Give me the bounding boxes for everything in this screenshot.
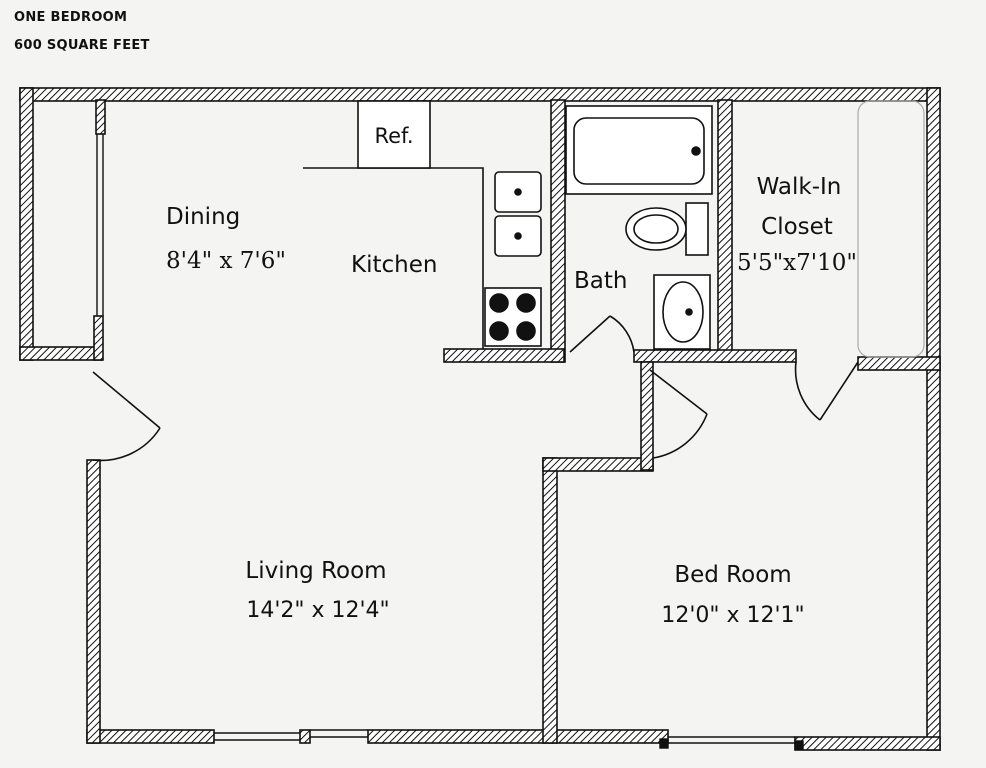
toilet-tank (685, 202, 709, 256)
kitchen-label: Kitchen (351, 252, 437, 278)
closet-label-line2: Closet (761, 214, 833, 240)
bedroom-label: Bed Room (674, 562, 791, 588)
wall-closet-bottom (857, 356, 941, 371)
vanity-basin (662, 281, 704, 343)
kitchen-fixtures (303, 100, 542, 349)
dining-label: Dining (166, 204, 240, 230)
closet-door (819, 361, 859, 421)
closet-size: 5'5"x7'10" (737, 250, 857, 276)
bedroom-door (649, 369, 708, 415)
bedroom-door-swing (652, 413, 708, 459)
wall-right (926, 87, 941, 751)
refrigerator (357, 100, 431, 169)
wall-kitchen-bath (550, 99, 566, 363)
plan-title: ONE BEDROOM (14, 10, 128, 25)
closet-door-swing (794, 361, 821, 421)
wall-left-alcove-bottom (19, 346, 103, 361)
bath-door-swing (609, 315, 635, 353)
refrigerator-label: Ref. (374, 124, 413, 148)
burner (516, 293, 536, 313)
wall-bath-closet (717, 99, 733, 363)
wall-left-lower (86, 459, 101, 744)
dining-size: 8'4" x 7'6" (166, 248, 286, 274)
wall-kitchen-bottom (443, 348, 565, 363)
bedroom-size: 12'0" x 12'1" (661, 603, 804, 628)
wall-bedroom-top (542, 457, 654, 472)
closet-shelf (857, 100, 925, 358)
wall-bottom-1 (86, 729, 215, 744)
plan-area: 600 SQUARE FEET (14, 38, 150, 53)
entry-door-swing (92, 427, 161, 462)
walls (19, 87, 941, 751)
wall-alcove-divider-top (95, 99, 106, 135)
closet-label-line1: Walk-In (757, 174, 842, 200)
burner (516, 321, 536, 341)
burner (489, 321, 509, 341)
living-room-size: 14'2" x 12'4" (246, 598, 389, 623)
wall-top (19, 87, 941, 102)
wall-bedroom-vertical (542, 457, 558, 744)
doors (92, 315, 859, 462)
wall-alcove-divider-bottom (93, 315, 104, 361)
alcove-sliding-door (96, 134, 104, 316)
bath-door (569, 315, 611, 353)
wall-bottom-3 (367, 729, 669, 744)
bath-label: Bath (574, 268, 627, 294)
wall-bath-bottom (633, 349, 797, 363)
burner (489, 293, 509, 313)
wall-bottom-2 (299, 729, 311, 744)
bath-fixtures (565, 105, 713, 350)
wall-left-upper (19, 87, 34, 361)
wall-bottom-4 (794, 736, 941, 751)
entry-door (92, 371, 161, 429)
wall-bedroom-stub (640, 361, 654, 471)
windows (214, 729, 804, 750)
living-room-label: Living Room (245, 558, 386, 584)
